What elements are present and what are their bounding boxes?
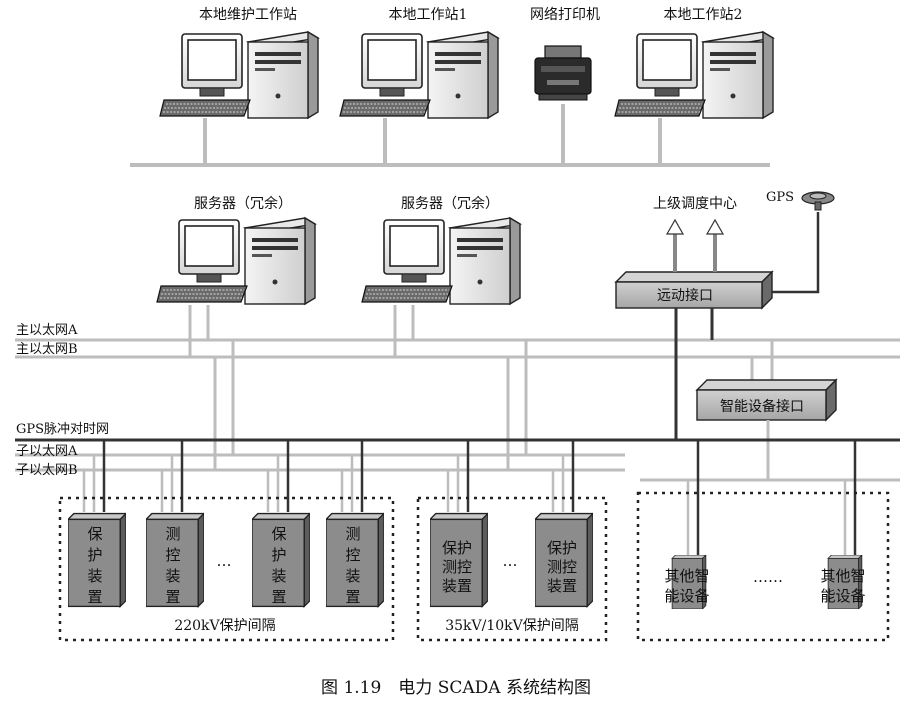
maint-station-label: 本地维护工作站	[199, 7, 297, 23]
device-char: 装	[87, 567, 102, 585]
bay-35-label: 35kV/10kV保护间隔	[445, 618, 579, 634]
bay-220-label: 220kV保护间隔	[174, 618, 275, 634]
telecontrol-drops	[674, 308, 714, 440]
device-char: 保	[271, 525, 286, 543]
uplink-arrows	[673, 232, 717, 272]
device-text: 装置	[547, 577, 577, 595]
telecontrol-interface-label: 远动接口	[657, 287, 713, 304]
device-char: 置	[87, 588, 102, 606]
main-ethernet-b-label: 主以太网B	[16, 342, 78, 357]
gps-pulse-label: GPS脉冲对时网	[16, 422, 109, 437]
main-ethernet-a-label: 主以太网A	[16, 323, 78, 338]
device-drops-dark	[102, 440, 857, 555]
device-char: 测	[165, 525, 180, 543]
device-char: 控	[165, 546, 180, 564]
device-text: 保护	[442, 539, 472, 557]
device-char: 装	[165, 567, 180, 585]
device-char: 装	[271, 567, 286, 585]
smart-device-interface-label: 智能设备接口	[720, 398, 804, 415]
main-ethernet	[15, 305, 900, 470]
device-char: 置	[271, 588, 286, 606]
telecontrol-interface[interactable]: 远动接口	[614, 270, 774, 310]
printer-label: 网络打印机	[530, 6, 600, 23]
sub-ethernet-b-label: 子以太网B	[16, 463, 78, 478]
device-text: 装置	[442, 577, 472, 595]
arrow-up-icon	[665, 218, 725, 235]
device-char: 控	[345, 546, 360, 564]
device-text: 能设备	[820, 587, 865, 605]
device-text: 测控	[442, 558, 472, 576]
device-text: 保护	[547, 539, 577, 557]
other-smart-device-2[interactable]: 其他智 能设备	[820, 555, 866, 609]
gps-dish-icon	[801, 191, 835, 211]
gps-label: GPS	[766, 190, 794, 205]
server2-label: 服务器（冗余）	[401, 195, 499, 212]
device-char: 置	[345, 588, 360, 606]
device-char: 置	[165, 588, 180, 606]
device-text: 能设备	[664, 587, 709, 605]
protection-device-2[interactable]: 保 护 装 置	[252, 512, 310, 608]
workstation-icon[interactable]	[159, 31, 319, 119]
device-text: 测控	[547, 558, 577, 576]
dispatch-center-label: 上级调度中心	[653, 196, 737, 212]
bay-35kv-group	[416, 496, 608, 642]
protection-device-1[interactable]: 保 护 装 置	[68, 512, 126, 608]
smart-device-interface[interactable]: 智能设备接口	[695, 378, 838, 422]
bay-220-ellipsis: …	[217, 552, 232, 570]
measurement-device-2[interactable]: 测 控 装 置	[326, 512, 384, 608]
gps-link	[772, 212, 820, 294]
station2-label: 本地工作站2	[664, 7, 743, 23]
bay-35-ellipsis: …	[503, 552, 518, 570]
other-smart-device-1[interactable]: 其他智 能设备	[664, 555, 710, 609]
protection-measurement-device-2[interactable]: 保护 测控 装置	[535, 512, 593, 608]
bay-220kv-group	[58, 496, 395, 642]
other-devices-ellipsis: ……	[753, 568, 783, 586]
device-char: 保	[87, 525, 102, 543]
device-char: 装	[345, 567, 360, 585]
sub-ethernet-a-label: 子以太网A	[16, 444, 78, 459]
workstation-icon[interactable]	[614, 31, 774, 119]
other-devices-group	[636, 491, 890, 642]
measurement-device-1[interactable]: 测 控 装 置	[146, 512, 204, 608]
server-icon[interactable]	[156, 217, 316, 305]
device-text: 其他智	[820, 567, 865, 585]
top-lan	[130, 104, 770, 167]
server-icon[interactable]	[361, 217, 521, 305]
server1-label: 服务器（冗余）	[194, 195, 292, 212]
sub-ethernet	[15, 453, 900, 482]
workstation-icon[interactable]	[339, 31, 499, 119]
protection-measurement-device-1[interactable]: 保护 测控 装置	[430, 512, 488, 608]
device-text: 其他智	[664, 567, 709, 585]
device-char: 护	[87, 546, 102, 564]
printer-icon[interactable]	[534, 45, 592, 101]
station1-label: 本地工作站1	[389, 7, 468, 23]
device-char: 测	[345, 525, 360, 543]
device-char: 护	[271, 546, 286, 564]
figure-caption: 图 1.19 电力 SCADA 系统结构图	[321, 678, 591, 698]
